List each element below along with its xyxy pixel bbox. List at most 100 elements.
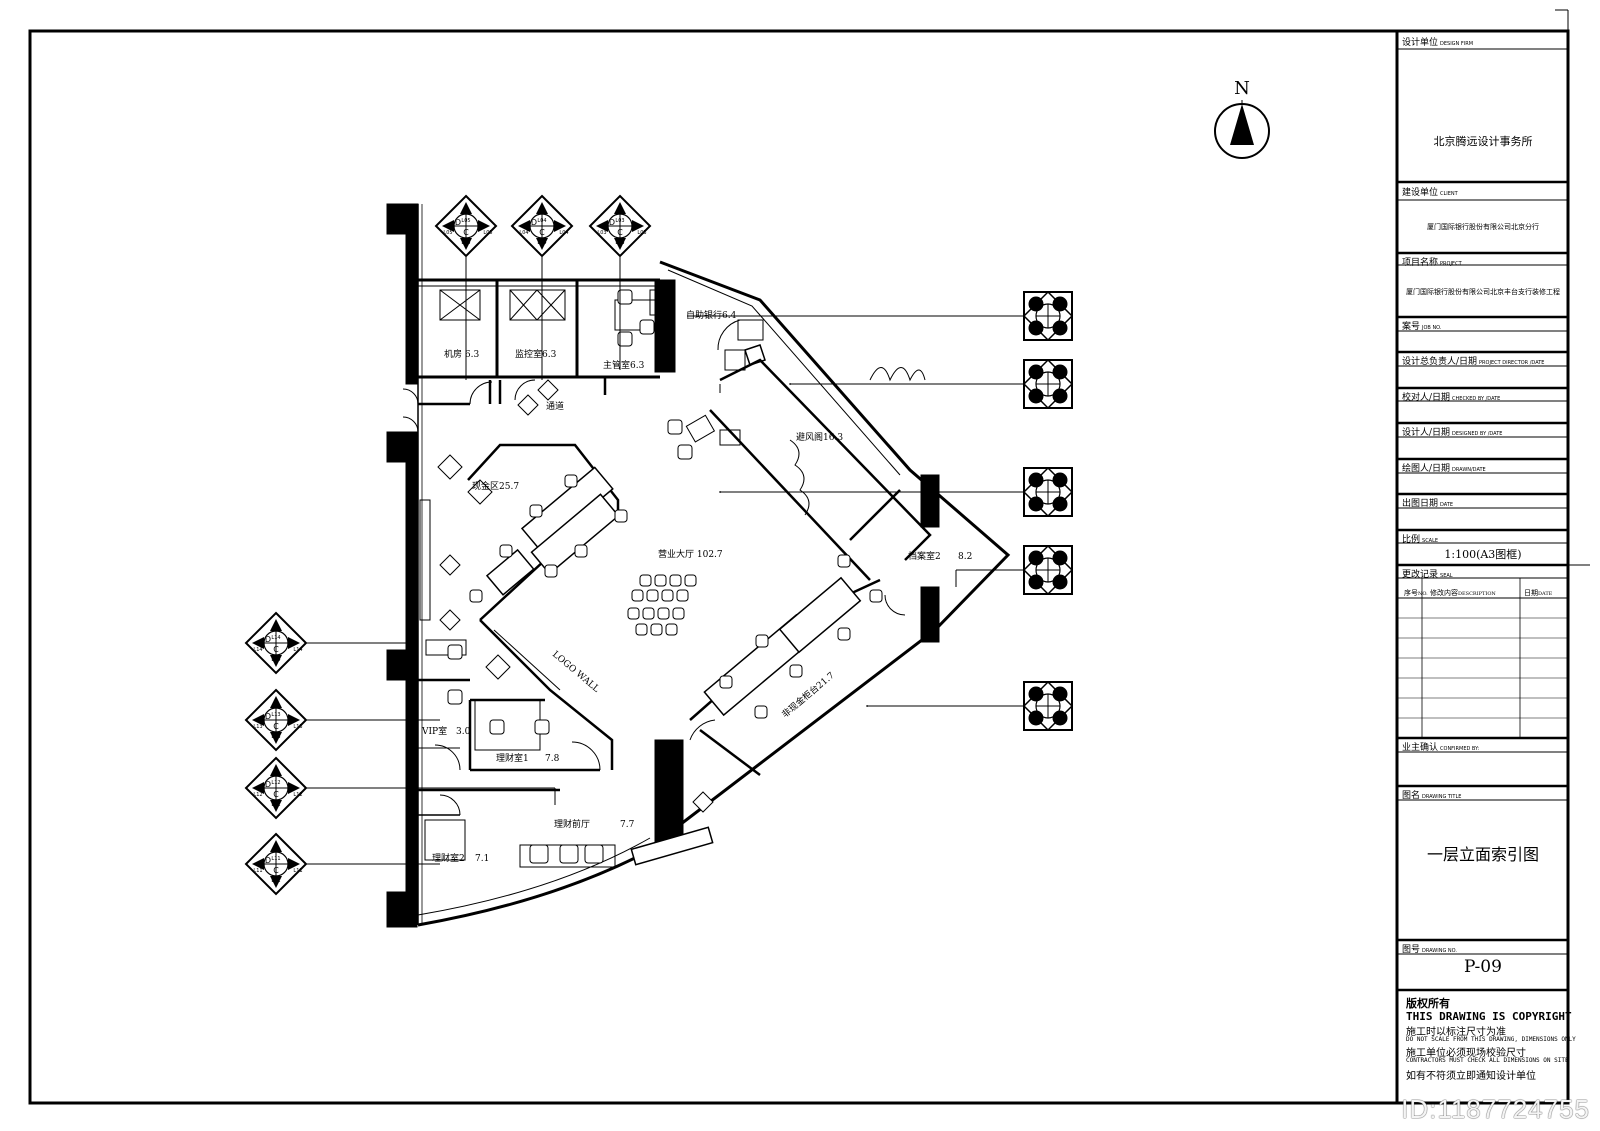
svg-text:L11: L11: [271, 856, 280, 862]
svg-text:C: C: [617, 228, 623, 237]
svg-text:C: C: [273, 722, 279, 731]
index-symbol-pattern: [1022, 680, 1074, 732]
note-2-en: CONTRACTORS MUST CHECK ALL DIMENSIONS ON…: [1406, 1057, 1569, 1064]
index-symbol-pattern: [1022, 466, 1074, 518]
drawing-title: 一层立面索引图: [1426, 845, 1539, 864]
client: 厦门国际银行股份有限公司北京分行: [1427, 223, 1539, 231]
index-symbol: A B C D L05 L05 L05 L05: [434, 194, 498, 258]
svg-text:D: D: [265, 780, 271, 789]
svg-text:D: D: [455, 218, 461, 227]
room-finance-2: 理财室2: [432, 852, 465, 864]
room-finance-1: 理财室1: [496, 752, 529, 764]
small-index-markers: [437, 379, 714, 813]
image-id-watermark: ID:1187724755: [1401, 1094, 1590, 1124]
svg-text:A: A: [617, 206, 623, 215]
title-block-grid: [1397, 48, 1568, 992]
svg-text:L04: L04: [537, 240, 546, 246]
room-vip-area: 3.0: [456, 727, 471, 737]
svg-text:B: B: [288, 716, 294, 725]
svg-text:A: A: [273, 623, 279, 632]
room-finance-lobby-area: 7.7: [620, 820, 635, 830]
note-1: 施工时以标注尺寸为准: [1406, 1027, 1506, 1038]
svg-text:A: A: [273, 844, 279, 853]
svg-text:D: D: [609, 218, 615, 227]
svg-text:L03: L03: [615, 240, 624, 246]
svg-text:L14: L14: [271, 657, 280, 663]
index-symbol-pattern: [1022, 358, 1074, 410]
note-2: 施工单位必须现场校验尺寸: [1406, 1048, 1526, 1059]
leader-lines: [296, 248, 1024, 865]
svg-text:C: C: [273, 866, 279, 875]
room-archive-2: 档案室2: [908, 550, 941, 562]
index-symbol-pattern: [1022, 290, 1074, 342]
index-symbol: A B C D L12 L12 L12 L12: [244, 756, 308, 820]
svg-text:B: B: [478, 222, 484, 231]
svg-text:L05: L05: [461, 240, 470, 246]
svg-text:B: B: [288, 860, 294, 869]
svg-text:C: C: [539, 228, 545, 237]
svg-text:D: D: [265, 712, 271, 721]
room-main-hall: 营业大厅 102.7: [658, 548, 723, 560]
svg-text:L12: L12: [271, 802, 280, 808]
svg-text:L14: L14: [271, 635, 280, 641]
svg-text:L03: L03: [615, 218, 624, 224]
room-manager: 主管室6.3: [603, 359, 645, 371]
room-vip: VIP室: [421, 725, 447, 737]
svg-text:L04: L04: [519, 230, 528, 236]
svg-text:L03: L03: [637, 230, 646, 236]
rev-date-header: 日期DATE: [1524, 589, 1553, 597]
svg-text:L11: L11: [271, 878, 280, 884]
room-finance-2-area: 7.1: [475, 854, 489, 864]
svg-text:L11: L11: [293, 868, 302, 874]
copyright: 版权所有: [1406, 997, 1450, 1010]
room-monitor: 监控室6.3: [515, 348, 557, 360]
svg-text:D: D: [265, 635, 271, 644]
svg-text:B: B: [554, 222, 560, 231]
index-symbol: A B C D L14 L14 L14 L14: [244, 611, 308, 675]
counters: [485, 466, 862, 717]
svg-text:L05: L05: [483, 230, 492, 236]
svg-text:B: B: [288, 784, 294, 793]
svg-text:L04: L04: [537, 218, 546, 224]
index-symbol: A B C D L13 L13 L13 L13: [244, 688, 308, 752]
design-firm: 北京腾远设计事务所: [1433, 135, 1533, 148]
svg-text:C: C: [463, 228, 469, 237]
svg-text:A: A: [539, 206, 545, 215]
svg-text:L05: L05: [461, 218, 470, 224]
index-symbol-pattern: [1022, 544, 1074, 596]
waiting-seats: [627, 574, 697, 636]
room-vestibule: 避风阁16.3: [796, 431, 843, 443]
svg-text:L12: L12: [253, 792, 262, 798]
north-arrow-icon: [1214, 100, 1270, 159]
chairs: [447, 289, 883, 864]
doors: [402, 319, 926, 816]
index-symbols-top: A B C D L05 L05 L05 L05 A B C D L04 L04 …: [434, 194, 652, 258]
scale-value: 1:100(A3图框): [1444, 548, 1522, 561]
room-archive-2-area: 8.2: [958, 552, 972, 562]
drawing-no: P-09: [1464, 957, 1502, 977]
svg-text:L13: L13: [253, 724, 262, 730]
svg-text:A: A: [273, 768, 279, 777]
svg-text:C: C: [273, 645, 279, 654]
svg-text:L12: L12: [293, 792, 302, 798]
svg-text:L03: L03: [597, 230, 606, 236]
svg-text:D: D: [531, 218, 537, 227]
svg-text:L14: L14: [293, 647, 302, 653]
room-corridor: 通道: [546, 400, 564, 412]
room-machine: 机房 6.3: [444, 348, 479, 360]
note-1-en: DO NOT SCALE FROM THIS DRAWING, DIMENSIO…: [1406, 1036, 1576, 1043]
rev-no-header: 序号NO.: [1404, 589, 1428, 597]
copyright-en: THIS DRAWING IS COPYRIGHT: [1406, 1010, 1572, 1023]
